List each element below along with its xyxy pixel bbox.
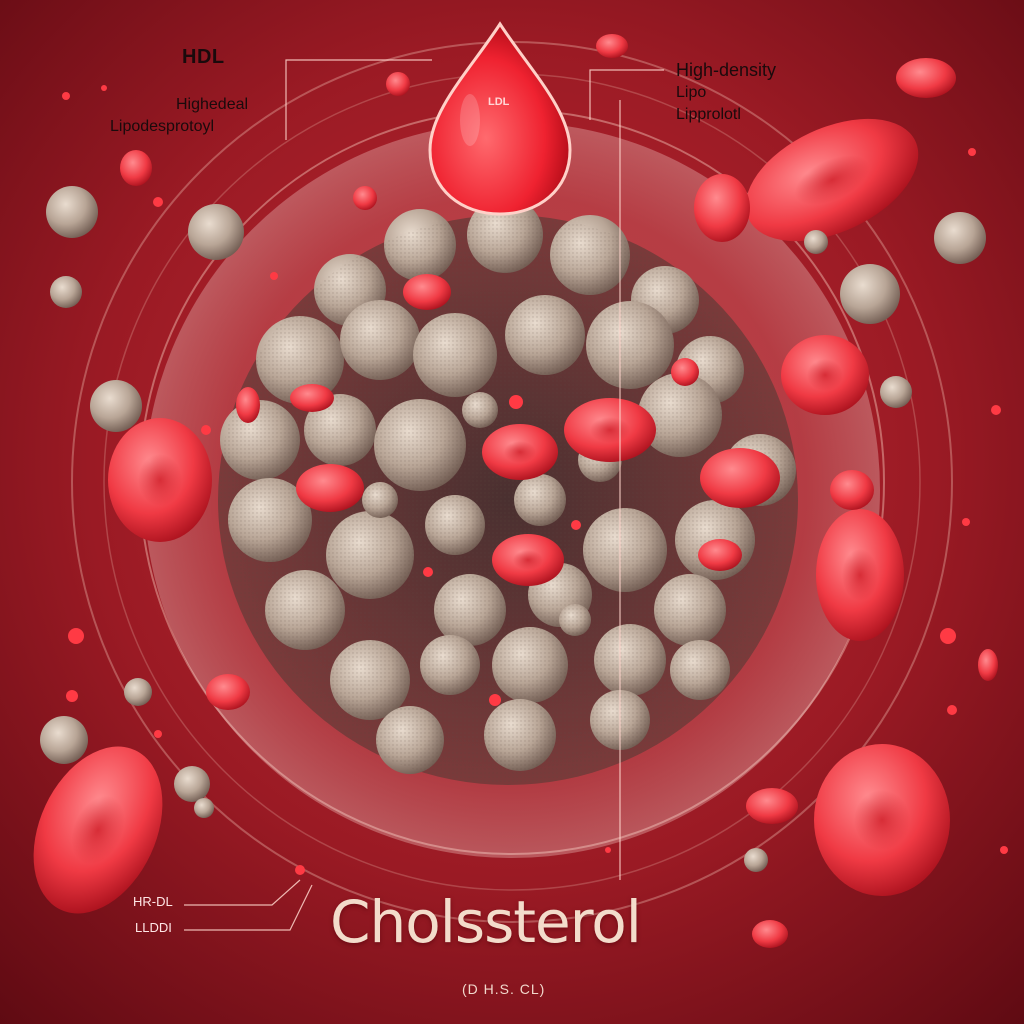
red-blood-cell-icon — [33, 34, 998, 948]
main-title: Cholssterol — [330, 888, 642, 956]
hdl-label-line2: Lipodesprotoyl — [110, 118, 215, 135]
right-label-line3: Lipprolotl — [676, 106, 741, 123]
legend-line2: LLDDI — [135, 920, 172, 935]
outer-particles — [40, 186, 986, 872]
right-label-line2: Lipo — [676, 84, 707, 101]
cholesterol-cluster — [218, 197, 798, 785]
callout-lines — [184, 59, 664, 931]
hdl-label-line1: Highedeal — [176, 96, 249, 113]
legend-line1: HR-DL — [133, 894, 173, 909]
ldl-drop-label: LDL — [488, 96, 510, 108]
lipoprotein-particle-icon — [218, 197, 798, 785]
small-particles — [62, 85, 1008, 875]
hdl-title: HDL — [182, 46, 225, 68]
blood-drop-icon — [428, 21, 572, 216]
subtitle: (D H.S. CL) — [462, 981, 546, 997]
right-label-line1: High-density — [676, 60, 777, 80]
